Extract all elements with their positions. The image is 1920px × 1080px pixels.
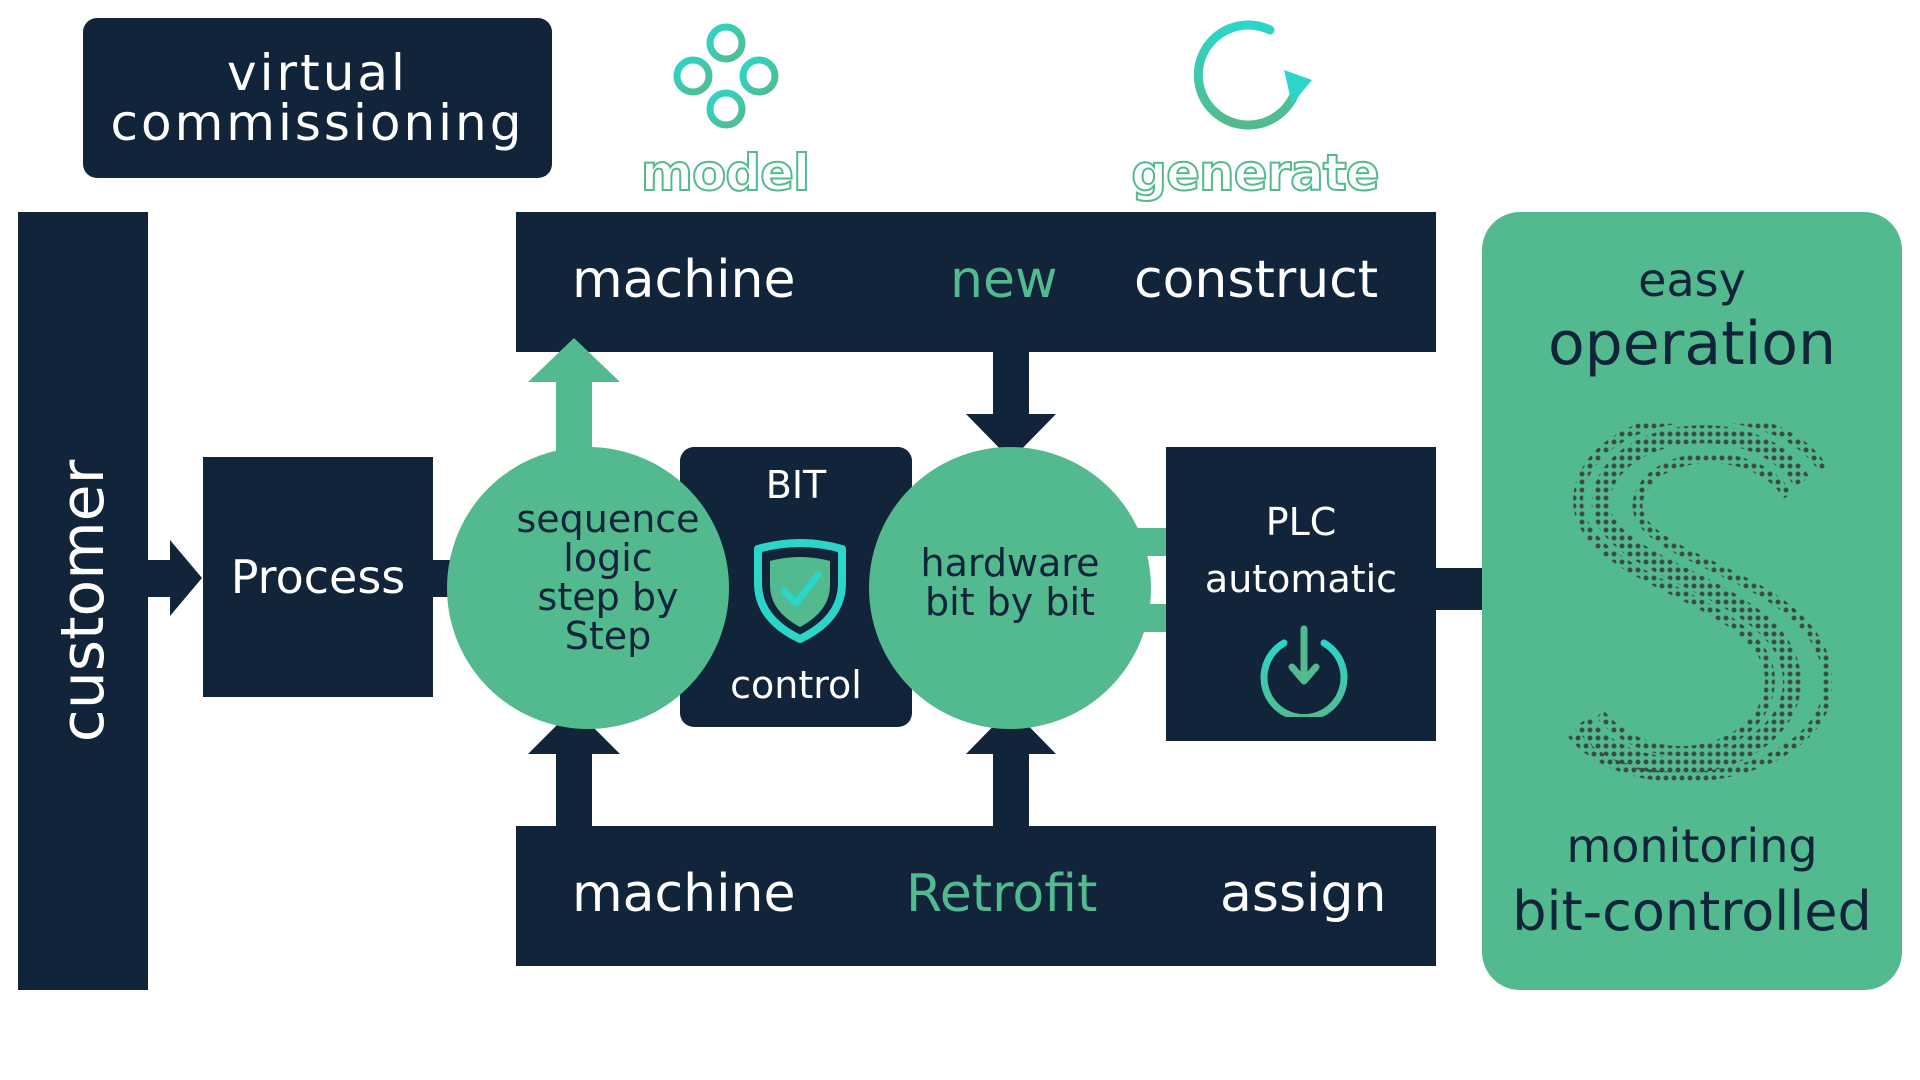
monitoring-label: monitoring: [1566, 819, 1818, 873]
bottom-bar-right: assign: [1220, 864, 1387, 924]
process-box: Process: [203, 457, 433, 697]
top-bar-left: machine: [572, 250, 796, 310]
top-machine-bar: machine new construct: [516, 212, 1436, 352]
customer-bar: customer: [18, 212, 148, 990]
sequence-logic-circle: sequence logic step by Step: [447, 447, 729, 729]
arrow-top-hardware-head: [966, 414, 1056, 460]
bottom-bar-middle: Retrofit: [906, 864, 1098, 924]
arrow-top-hardware-shaft: [993, 352, 1029, 416]
cycle-arrow-icon: [1188, 18, 1318, 136]
plc-automatic-label: automatic: [1204, 557, 1398, 601]
power-icon: [1254, 617, 1354, 717]
process-label: Process: [230, 550, 406, 604]
arrow-sequence-up-head: [528, 338, 620, 382]
arrow-bottom-hardware-shaft: [993, 746, 1029, 828]
control-label: control: [730, 663, 862, 707]
virtual-commissioning-label: virtual commissioning: [110, 44, 525, 152]
top-bar-middle: new: [950, 250, 1058, 310]
bottom-machine-bar: machine Retrofit assign: [516, 826, 1436, 966]
bottom-bar-left: machine: [572, 864, 796, 924]
easy-label: easy: [1638, 253, 1746, 307]
easy-operation-panel: easy operation monitoring bit-controlled: [1482, 212, 1902, 990]
hardware-circle: hardware bit by bit: [869, 447, 1151, 729]
arrow-customer-process-shaft: [148, 560, 173, 597]
arrow-bottom-sequence-head: [528, 708, 620, 754]
four-circles-icon: [668, 22, 784, 132]
top-bar-right: construct: [1134, 250, 1379, 310]
dotted-s-logo: [1562, 422, 1832, 792]
sequence-logic-label: sequence logic step by Step: [516, 497, 700, 658]
virtual-commissioning-box: virtual commissioning: [83, 18, 552, 178]
arrow-bottom-sequence-shaft: [556, 746, 592, 828]
bit-label: BIT: [765, 463, 827, 507]
arrow-sequence-up-shaft: [556, 378, 592, 454]
generate-label: generate: [1130, 143, 1380, 203]
model-label: model: [640, 143, 811, 203]
shield-check-icon: [750, 539, 850, 647]
plc-box: PLC automatic: [1166, 447, 1436, 741]
bit-controlled-label: bit-controlled: [1512, 879, 1872, 943]
plc-label: PLC: [1265, 500, 1337, 544]
hardware-label: hardware bit by bit: [920, 541, 1100, 624]
arrow-customer-process-head: [170, 540, 202, 616]
arrow-bottom-hardware-head: [966, 708, 1056, 754]
operation-label: operation: [1547, 309, 1837, 379]
